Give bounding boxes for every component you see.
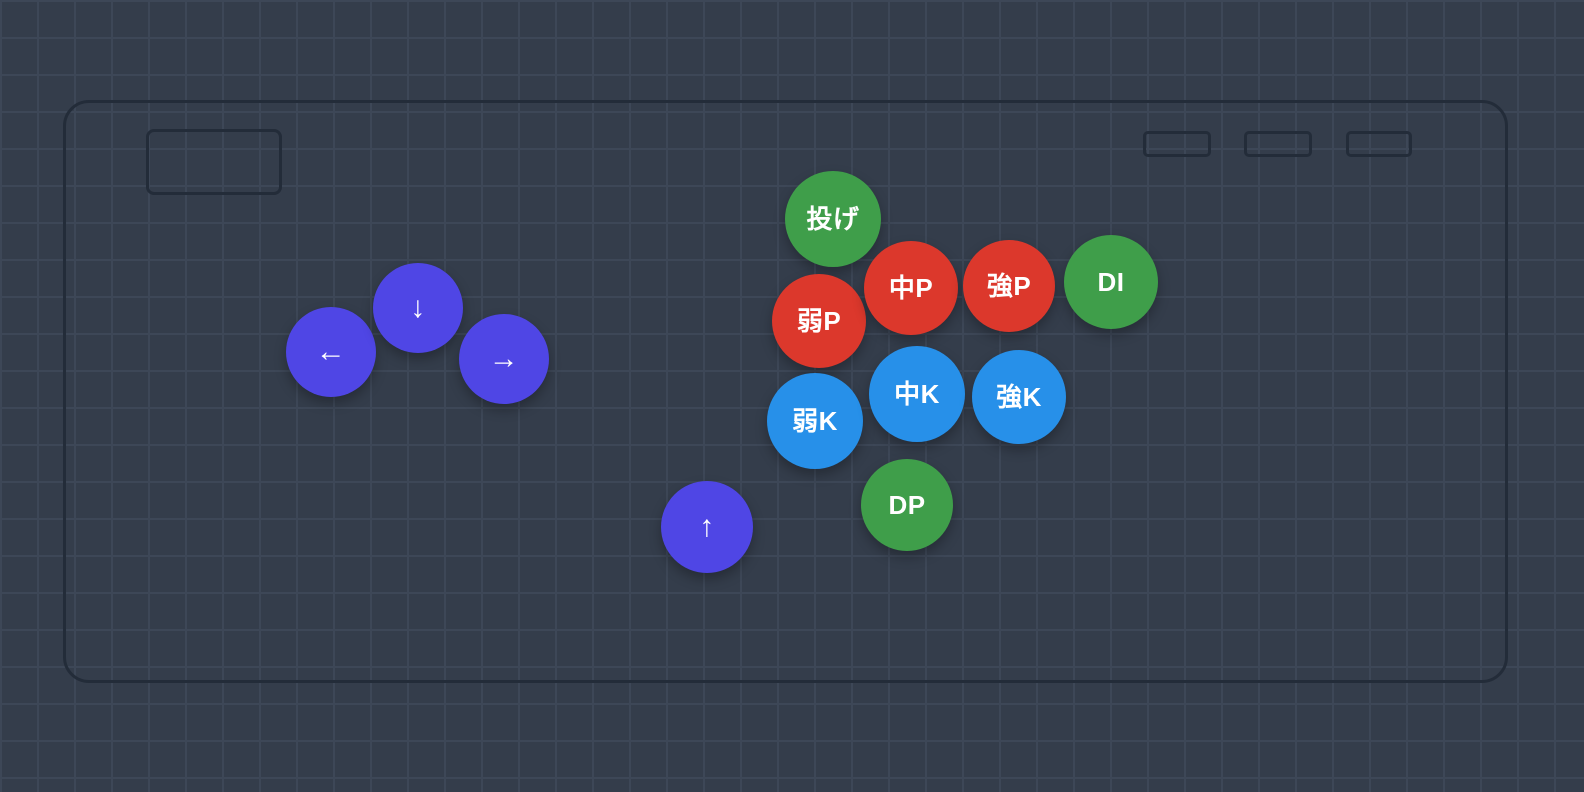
button-heavy-kick[interactable]: 強K xyxy=(972,350,1066,444)
side-switch-3[interactable] xyxy=(1346,131,1412,157)
button-left[interactable]: ← xyxy=(286,307,376,397)
button-left-label: ← xyxy=(315,335,347,368)
button-right[interactable]: → xyxy=(459,314,549,404)
button-heavy-punch-label: 強P xyxy=(986,271,1032,301)
side-switch-2[interactable] xyxy=(1244,131,1312,157)
button-light-punch[interactable]: 弱P xyxy=(772,274,866,368)
button-throw[interactable]: 投げ xyxy=(785,171,881,267)
button-dp[interactable]: DP xyxy=(861,459,953,551)
button-up[interactable]: ↑ xyxy=(661,481,753,573)
button-throw-label: 投げ xyxy=(806,204,860,234)
button-medium-kick-label: 中K xyxy=(894,379,940,409)
button-down[interactable]: ↓ xyxy=(373,263,463,353)
button-down-label: ↓ xyxy=(410,291,426,324)
button-light-kick[interactable]: 弱K xyxy=(767,373,863,469)
button-medium-punch[interactable]: 中P xyxy=(864,241,958,335)
button-light-kick-label: 弱K xyxy=(792,406,838,436)
button-dp-label: DP xyxy=(888,490,926,520)
screen-cutout xyxy=(146,129,282,195)
button-up-label: ↑ xyxy=(699,510,715,543)
controller-panel xyxy=(63,100,1508,683)
button-di[interactable]: DI xyxy=(1064,235,1158,329)
button-heavy-punch[interactable]: 強P xyxy=(963,240,1055,332)
button-light-punch-label: 弱P xyxy=(796,306,842,336)
side-switch-1[interactable] xyxy=(1143,131,1211,157)
button-medium-punch-label: 中P xyxy=(888,273,934,303)
button-heavy-kick-label: 強K xyxy=(996,382,1042,412)
button-di-label: DI xyxy=(1097,267,1125,297)
button-right-label: → xyxy=(488,342,520,375)
button-medium-kick[interactable]: 中K xyxy=(869,346,965,442)
